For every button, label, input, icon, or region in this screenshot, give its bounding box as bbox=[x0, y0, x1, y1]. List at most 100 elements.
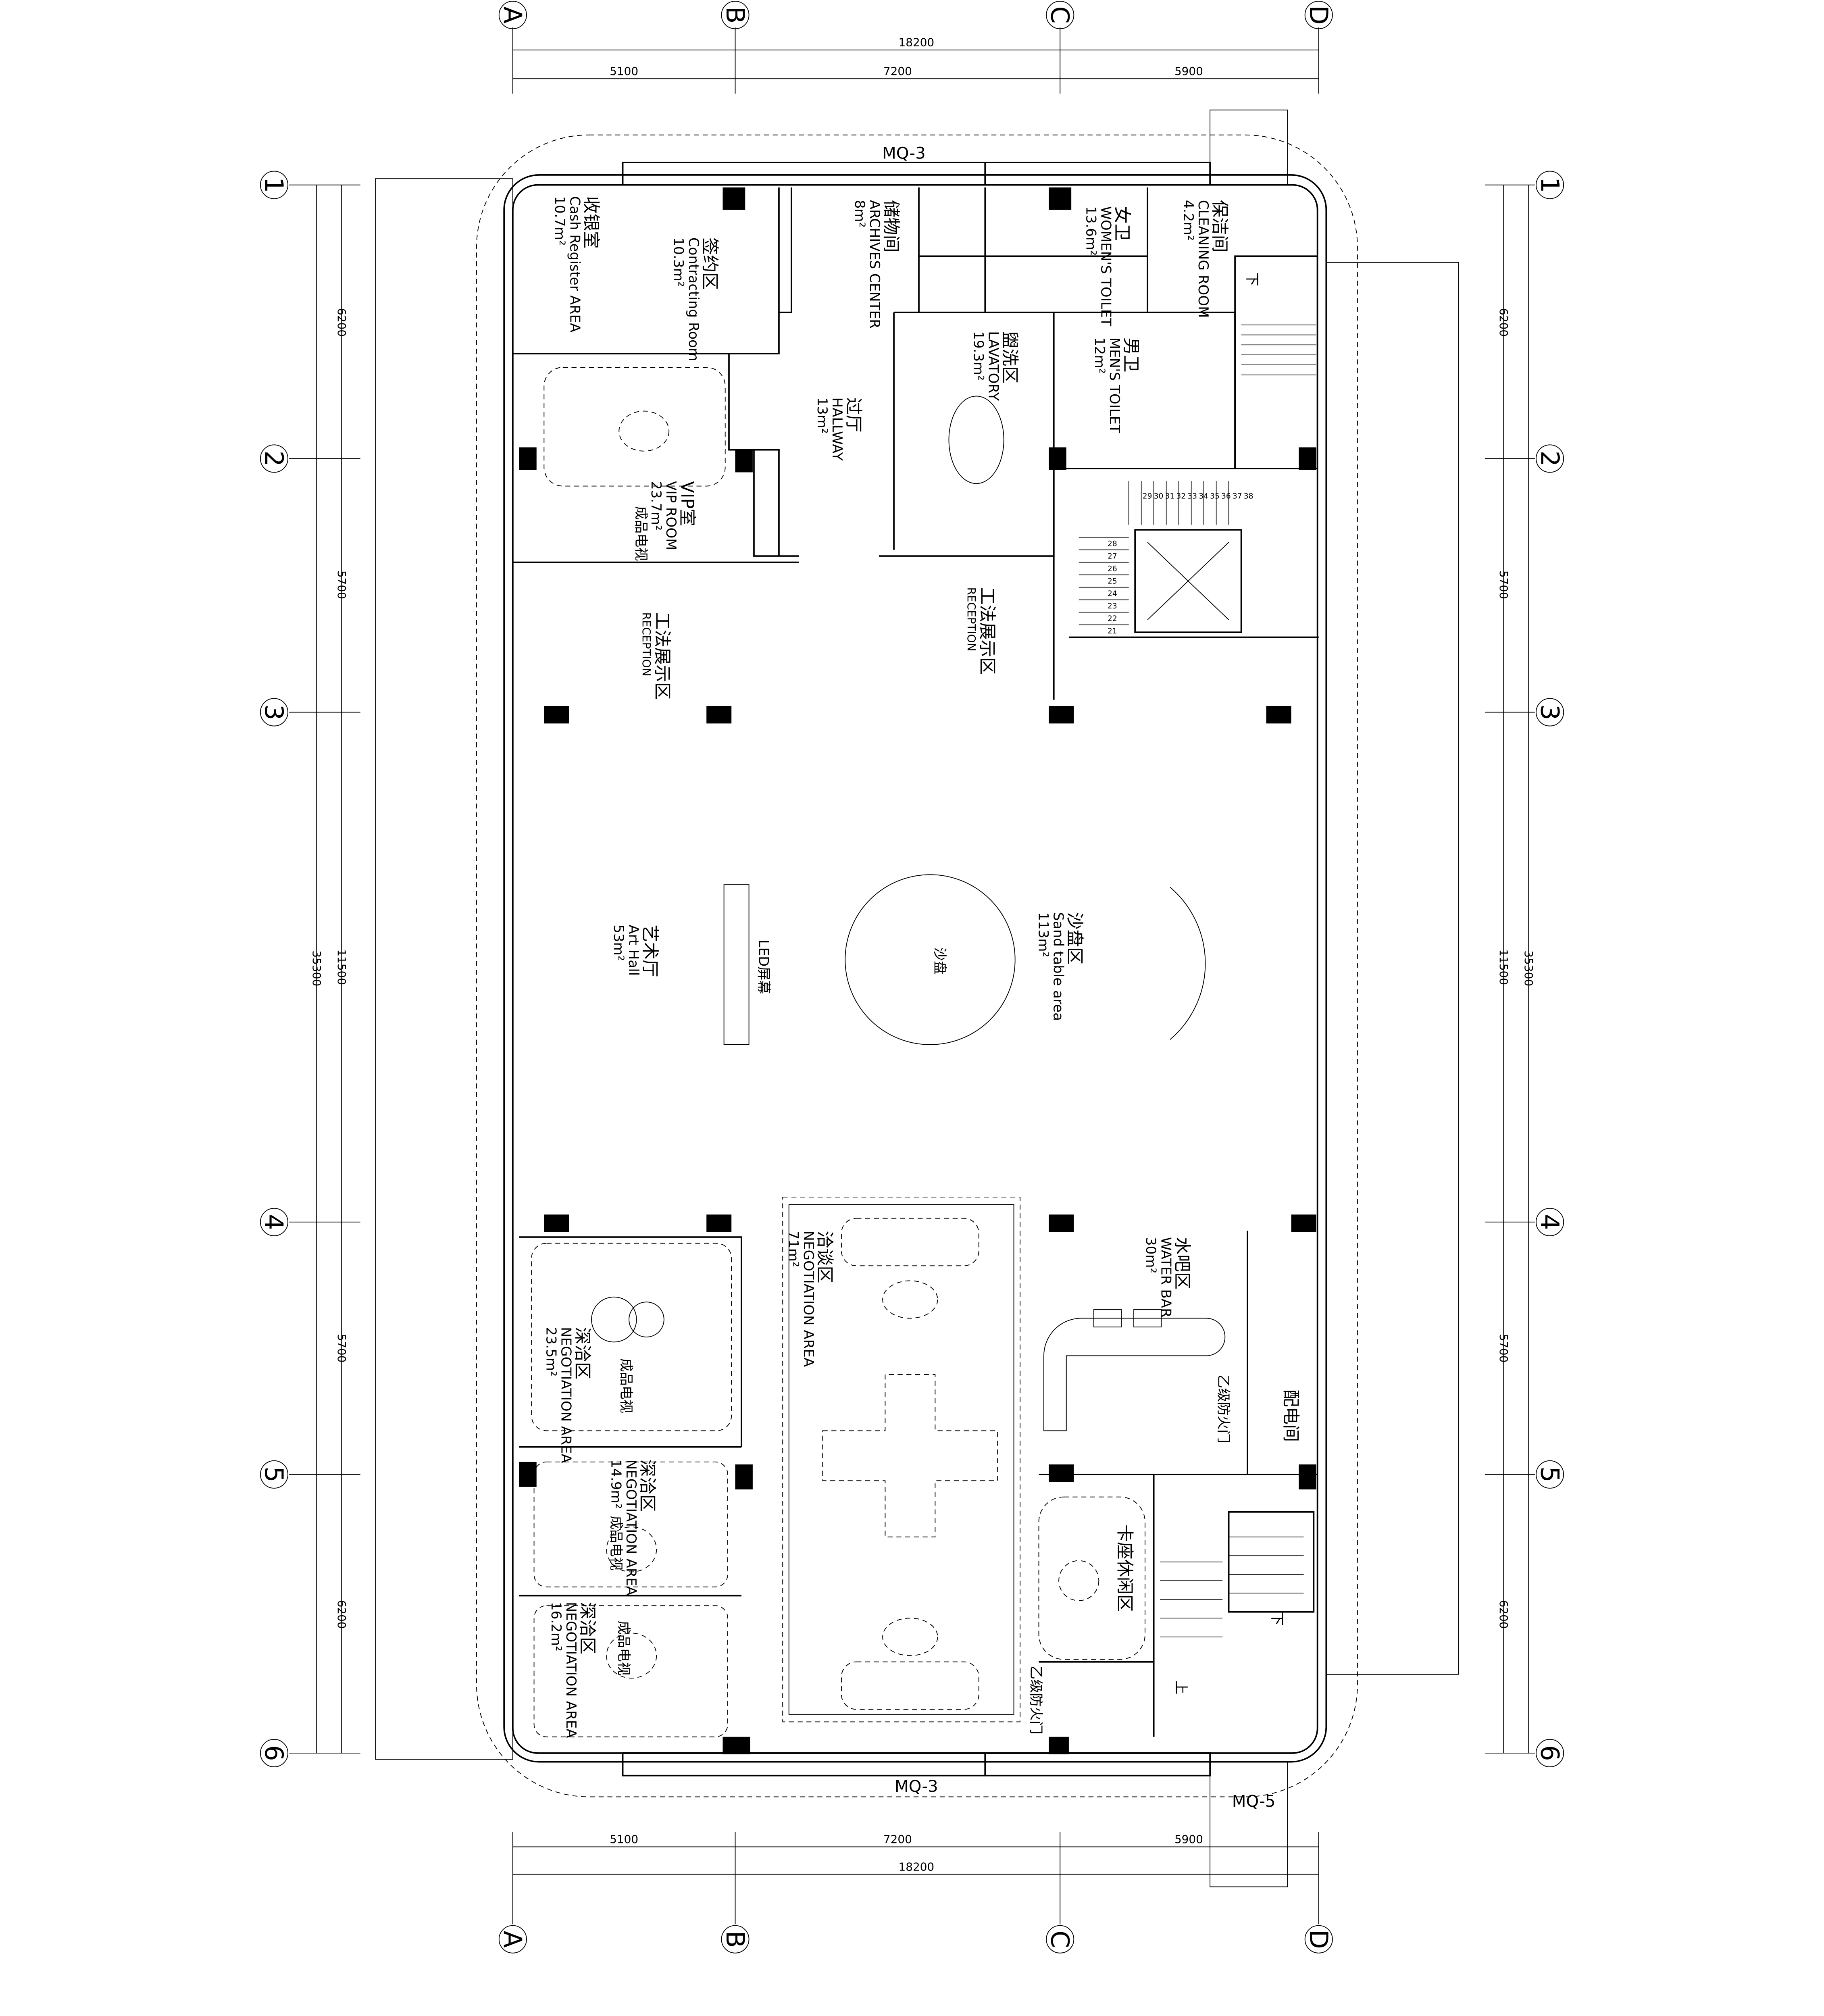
axis-label-b-top: B bbox=[720, 6, 750, 24]
stair-step-36: 36 bbox=[1221, 492, 1231, 501]
room-hallway: 过厅 HALLWAY 13m² bbox=[814, 397, 863, 460]
dim-right-2: 5700 bbox=[1497, 571, 1510, 599]
room-water-bar: 水吧区 WATER BAR 30m² bbox=[1143, 1237, 1192, 1318]
tv-label: 成品电视 bbox=[633, 506, 649, 561]
axis-label-2-right: 2 bbox=[1535, 451, 1564, 467]
power-room-label: 配电间 bbox=[1281, 1389, 1301, 1442]
room-name-cn: 深洽区 bbox=[577, 1602, 597, 1654]
room-area: 4.2m² bbox=[1180, 200, 1196, 241]
reception-left: 工法展示区 RECEPTION bbox=[640, 612, 672, 700]
room-name-en: ARCHIVES CENTER bbox=[866, 200, 883, 329]
room-area: 30m² bbox=[1143, 1237, 1159, 1273]
room-name-cn: 深洽区 bbox=[572, 1327, 592, 1379]
room-area: 8m² bbox=[852, 200, 868, 228]
structural-columns bbox=[519, 187, 1316, 1755]
room-negotiation-main: 洽谈区 NEGOTIATION AREA 71m² bbox=[785, 1231, 835, 1367]
room-negotiation-3: 深洽区 NEGOTIATION AREA 16.2m² 成品电视 bbox=[548, 1602, 631, 1738]
tv-label: 成品电视 bbox=[618, 1358, 634, 1413]
room-name-cn: 男卫 bbox=[1120, 337, 1141, 373]
axis-bubbles bbox=[260, 1, 1564, 1954]
sand-table-label: 沙盘 bbox=[931, 947, 947, 975]
axis-label-c-top: C bbox=[1045, 6, 1075, 24]
stair-step-22: 22 bbox=[1108, 614, 1117, 623]
stair-down-label-bottom: 下 bbox=[1269, 1612, 1285, 1626]
fire-door-label-1: 乙级防火门 bbox=[1215, 1375, 1231, 1443]
room-name-en: NEGOTIATION AREA bbox=[558, 1327, 574, 1463]
axis-label-1-left: 1 bbox=[259, 177, 289, 193]
room-area: 12m² bbox=[1091, 337, 1108, 374]
dim-top-1: 5100 bbox=[610, 65, 638, 78]
stair-down-label-top: 下 bbox=[1244, 273, 1260, 286]
room-name-cn: 深洽区 bbox=[637, 1460, 657, 1512]
room-lavatory: 盥洗区 LAVATORY 19.3m² bbox=[970, 331, 1019, 401]
room-name-en: HALLWAY bbox=[829, 397, 845, 460]
axis-label-5-right: 5 bbox=[1535, 1466, 1564, 1482]
stair-step-29: 29 bbox=[1143, 492, 1152, 501]
axis-label-4-left: 4 bbox=[259, 1214, 289, 1230]
dim-bottom-1: 5100 bbox=[610, 1833, 638, 1846]
room-name-en: Sand table area bbox=[1050, 912, 1066, 1021]
room-name-cn: 过厅 bbox=[843, 397, 863, 432]
axis-label-6-right: 6 bbox=[1535, 1745, 1564, 1761]
room-name-en: MEN'S TOILET bbox=[1106, 337, 1122, 433]
axis-label-d-top: D bbox=[1304, 5, 1333, 25]
room-name-en: Art Hall bbox=[625, 925, 641, 976]
interior-walls bbox=[512, 187, 1319, 1737]
dim-left-5: 6200 bbox=[335, 1600, 348, 1629]
room-name-en: VIP ROOM bbox=[663, 481, 679, 550]
stair-step-32: 32 bbox=[1176, 492, 1186, 501]
stair-up-label: 上 bbox=[1172, 1681, 1189, 1694]
room-name-en: Contracting Room bbox=[685, 237, 702, 361]
room-name-cn: 洽谈区 bbox=[814, 1231, 835, 1283]
room-art-hall: 艺术厅 Art Hall 53m² bbox=[610, 925, 660, 977]
room-area: 113m² bbox=[1035, 912, 1052, 957]
room-area: 10.7m² bbox=[552, 196, 568, 246]
dim-right-total: 35300 bbox=[1522, 950, 1535, 986]
room-name-cn: 女卫 bbox=[1112, 206, 1132, 241]
room-womens-toilet: 女卫 WOMEN'S TOILET 13.6m² bbox=[1083, 206, 1132, 326]
room-name-en: LAVATORY bbox=[985, 331, 1002, 401]
axis-label-b-bottom: B bbox=[720, 1931, 750, 1948]
stair-step-35: 35 bbox=[1210, 492, 1220, 501]
room-area: 71m² bbox=[785, 1231, 802, 1267]
room-negotiation-2: 深洽区 NEGOTIATION AREA 14.9m² 成品电视 bbox=[608, 1460, 657, 1596]
axis-label-3-left: 3 bbox=[259, 704, 289, 720]
room-negotiation-1: 深洽区 NEGOTIATION AREA 23.5m² 成品电视 bbox=[543, 1327, 634, 1463]
room-cleaning: 保洁间 CLEANING ROOM 4.2m² bbox=[1180, 200, 1229, 318]
room-name-en: NEGOTIATION AREA bbox=[800, 1231, 816, 1367]
stair-step-27: 27 bbox=[1108, 552, 1117, 560]
dim-left-3: 11500 bbox=[335, 949, 348, 985]
room-name-cn: 储物间 bbox=[881, 200, 901, 252]
dim-bottom-2: 7200 bbox=[883, 1833, 912, 1846]
dim-left-total: 35300 bbox=[310, 950, 323, 986]
stairs bbox=[1079, 324, 1316, 1637]
stair-step-37: 37 bbox=[1233, 492, 1242, 501]
stair-step-33: 33 bbox=[1187, 492, 1197, 501]
dim-bottom-total: 18200 bbox=[899, 1860, 935, 1873]
room-sand-table-area: 沙盘区 Sand table area 113m² bbox=[1035, 912, 1085, 1021]
axis-label-6-left: 6 bbox=[259, 1745, 289, 1761]
dim-right-4: 5700 bbox=[1497, 1334, 1510, 1362]
dim-top-total: 18200 bbox=[899, 36, 935, 49]
room-name-en: NEGOTIATION AREA bbox=[563, 1602, 579, 1738]
room-contracting: 签约区 Contracting Room 10.3m² bbox=[670, 237, 720, 361]
dim-left-1: 6200 bbox=[335, 308, 348, 337]
dim-bottom-3: 5900 bbox=[1174, 1833, 1203, 1846]
room-name-cn: 收银室 bbox=[581, 196, 601, 249]
furniture bbox=[531, 367, 1226, 1737]
room-name-cn: 盥洗区 bbox=[999, 331, 1020, 383]
reception-cn: 工法展示区 bbox=[977, 587, 997, 675]
axis-label-a-top: A bbox=[498, 6, 527, 23]
stair-step-26: 26 bbox=[1108, 564, 1117, 573]
room-name-cn: 保洁间 bbox=[1209, 200, 1229, 252]
room-area: 53m² bbox=[610, 925, 627, 961]
room-name-cn: VIP室 bbox=[677, 481, 697, 526]
dim-top-2: 7200 bbox=[883, 65, 912, 78]
room-area: 13.6m² bbox=[1083, 206, 1099, 256]
tv-label: 成品电视 bbox=[615, 1620, 631, 1675]
dim-right-3: 11500 bbox=[1497, 949, 1510, 985]
axis-label-d-bottom: D bbox=[1304, 1930, 1333, 1949]
axis-label-4-right: 4 bbox=[1535, 1214, 1564, 1230]
led-screen-label: LED屏幕 bbox=[755, 939, 771, 994]
reception-en: RECEPTION bbox=[640, 612, 653, 677]
